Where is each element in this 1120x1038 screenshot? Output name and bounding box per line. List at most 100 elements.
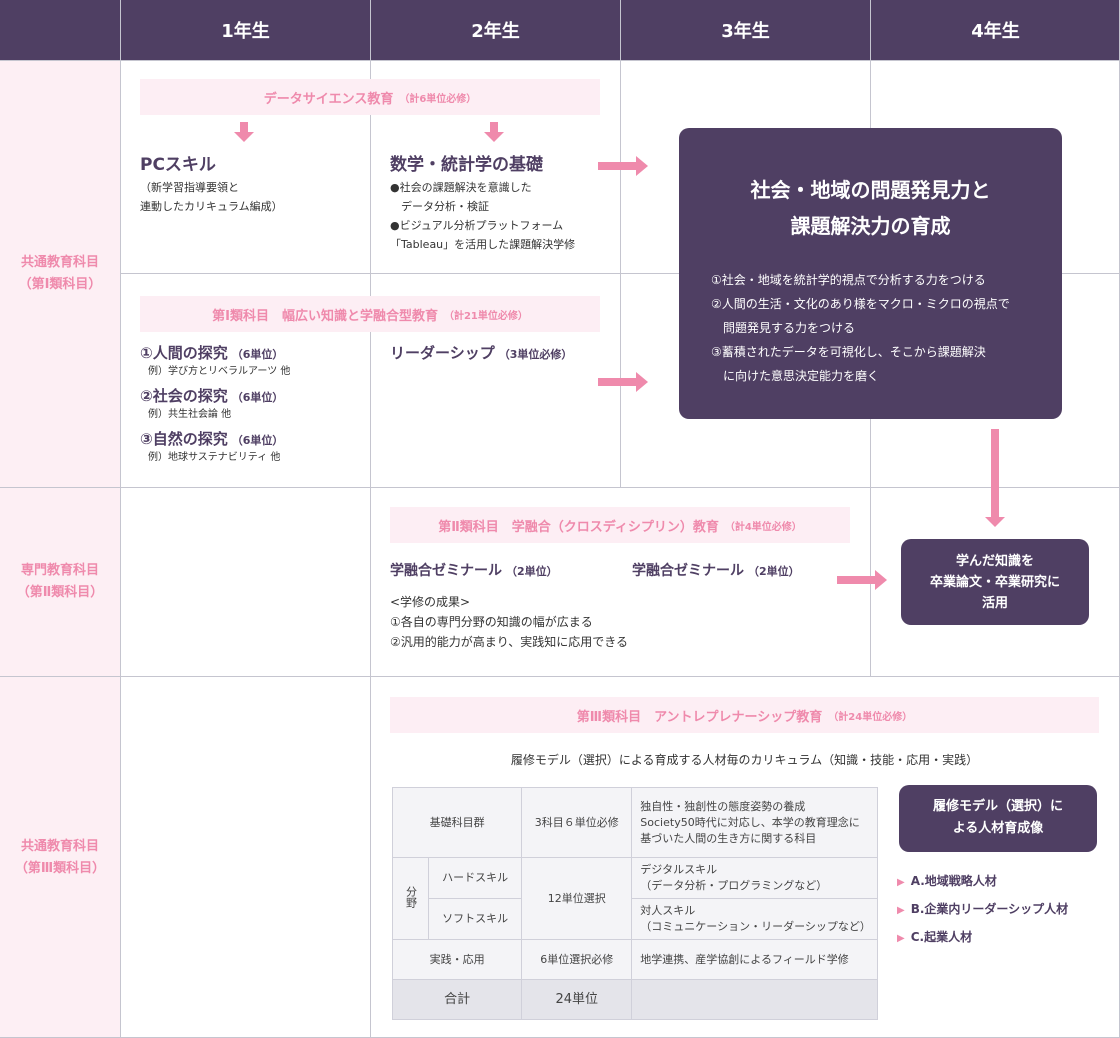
outcome-line: ②汎用的能力が高まり、実践知に応用できる bbox=[390, 635, 629, 649]
pc-skill-desc: （新学習指導要領と 連動したカリキュラム編成） bbox=[140, 178, 283, 216]
cell-line: 基づいた人間の生き方に関する科目 bbox=[640, 831, 817, 845]
arrow-right-icon bbox=[837, 570, 887, 590]
math-desc: ●社会の課題解決を意識した データ分析・検証 ●ビジュアル分析プラットフォーム … bbox=[390, 178, 575, 254]
grid-line bbox=[120, 0, 121, 1038]
item-label: B.企業内リーダーシップ人材 bbox=[910, 902, 1069, 916]
goal-box: 社会・地域の問題発見力と 課題解決力の育成 ①社会・地域を統計学的視点で分析する… bbox=[679, 128, 1062, 419]
band-note: （計6単位必修） bbox=[399, 93, 477, 105]
data-science-band: データサイエンス教育 （計6単位必修） bbox=[140, 79, 600, 115]
cell-text: 分野 bbox=[404, 885, 418, 908]
goal-point: に向けた意思決定能力を磨く bbox=[711, 369, 880, 383]
item-name: ①人間の探究 bbox=[140, 344, 228, 362]
item-example: 例）地球サステナビリティ 他 bbox=[148, 452, 281, 463]
year-3-header: 3年生 bbox=[621, 0, 870, 60]
cell-line: 対人スキル bbox=[640, 904, 696, 917]
cat3-caption: 履修モデル（選択）による育成する人材毎のカリキュラム（知識・技能・応用・実践） bbox=[510, 753, 979, 767]
goal-title-line: 課題解決力の育成 bbox=[790, 214, 951, 238]
grid-line bbox=[620, 0, 621, 488]
triangle-right-icon: ▶ bbox=[897, 933, 905, 944]
thesis-line: 卒業論文・卒業研究に bbox=[929, 575, 1060, 590]
goal-point: ①社会・地域を統計学的視点で分析する力をつける bbox=[711, 273, 986, 287]
band-title: データサイエンス教育 bbox=[263, 91, 394, 107]
item-unit: （6単位） bbox=[231, 348, 284, 361]
section-title: 専門教育科目 bbox=[20, 563, 99, 578]
grid-line bbox=[0, 676, 1120, 677]
grid-line bbox=[0, 487, 1120, 488]
arrow-down-icon bbox=[484, 122, 504, 142]
triangle-right-icon: ▶ bbox=[897, 877, 905, 888]
band-title: 第Ⅲ類科目 アントレプレナーシップ教育 bbox=[576, 709, 823, 725]
item-name: ②社会の探究 bbox=[140, 387, 228, 405]
section-title: 共通教育科目 bbox=[20, 254, 99, 270]
desc-line: 連動したカリキュラム編成） bbox=[140, 200, 283, 213]
table-cell: 地学連携、産学協創によるフィールド学修 bbox=[631, 939, 878, 980]
grid-line bbox=[0, 60, 1120, 61]
list-item: ▶ B.企業内リーダーシップ人材 bbox=[897, 896, 1068, 924]
table-cell: ソフトスキル bbox=[427, 898, 523, 940]
thesis-line: 活用 bbox=[981, 596, 1008, 611]
section-label-3: 共通教育科目（第Ⅲ類科目） bbox=[0, 677, 120, 1038]
list-item: ▶A.地域戦略人材 bbox=[897, 868, 1068, 896]
thesis-line: 学んだ知識を bbox=[955, 554, 1034, 569]
goal-point: 問題発見する力をつける bbox=[711, 321, 856, 335]
arrow-right-icon bbox=[598, 156, 648, 176]
model-box: 履修モデル（選択）に よる人材育成像 bbox=[899, 785, 1097, 852]
seminar-2: 学融合ゼミナール（2単位） bbox=[632, 560, 800, 580]
table-cell: ハードスキル bbox=[427, 857, 523, 899]
item-unit: （2単位） bbox=[748, 565, 800, 578]
cat2-band: 第Ⅱ類科目 学融合（クロスディシプリン）教育 （計4単位必修） bbox=[390, 507, 850, 543]
table-cell: 分野 bbox=[392, 857, 429, 940]
desc-line: ●社会の課題解決を意識した bbox=[390, 181, 532, 194]
desc-line: （新学習指導要領と bbox=[140, 181, 239, 194]
band-note: （計4単位必修） bbox=[724, 521, 802, 533]
cell-line: デジタルスキル bbox=[640, 863, 718, 876]
item-example: 例）共生社会論 他 bbox=[148, 409, 232, 420]
goal-point: ②人間の生活・文化のあり様をマクロ・ミクロの視点で bbox=[711, 297, 1010, 311]
table-cell: 実践・応用 bbox=[391, 939, 523, 980]
band-title: 第Ⅰ類科目 幅広い知識と学融合型教育 bbox=[212, 308, 438, 324]
goal-title: 社会・地域の問題発見力と 課題解決力の育成 bbox=[679, 172, 1062, 244]
item-title: ②社会の探究（6単位） bbox=[140, 385, 290, 406]
item-name: 学融合ゼミナール bbox=[390, 563, 502, 579]
item-unit: （6単位） bbox=[231, 434, 284, 447]
item-unit: （2単位） bbox=[506, 565, 558, 578]
item-unit: （3単位必修） bbox=[498, 348, 573, 361]
year-1-header: 1年生 bbox=[121, 0, 370, 60]
outcomes: <学修の成果> ①各自の専門分野の知識の幅が広まる ②汎用的能力が高まり、実践知… bbox=[390, 592, 628, 652]
cell-line: 独自性・独創性の態度姿勢の養成 bbox=[640, 799, 806, 813]
model-list: ▶A.地域戦略人材 ▶ B.企業内リーダーシップ人材 ▶ C.起業人材 bbox=[897, 868, 1068, 952]
cat1-items: ①人間の探究（6単位） 例）学び方とリベラルアーツ 他 ②社会の探究（6単位） … bbox=[140, 342, 290, 467]
section-label-1: 共通教育科目 （第Ⅰ類科目） bbox=[0, 60, 120, 487]
seminar-1: 学融合ゼミナール （2単位） bbox=[390, 560, 558, 580]
item-title: ①人間の探究（6単位） bbox=[140, 342, 290, 363]
table-cell: 対人スキル（コミュニケーション・リーダーシップなど） bbox=[631, 898, 878, 940]
item-label: C.起業人材 bbox=[910, 930, 973, 944]
item-example: 例）学び方とリベラルアーツ 他 bbox=[148, 366, 291, 377]
desc-line: 「Tableau」を活用した課題解決学修 bbox=[390, 238, 576, 251]
arrow-down-icon bbox=[234, 122, 254, 142]
cell-line: Society50時代に対応し、本学の教育理念に bbox=[640, 815, 860, 829]
desc-line: ●ビジュアル分析プラットフォーム bbox=[390, 219, 564, 232]
pc-skill-title: PCスキル bbox=[140, 155, 216, 175]
table-cell: 12単位選択 bbox=[521, 857, 633, 940]
desc-line: データ分析・検証 bbox=[390, 200, 489, 213]
table-cell: 6単位選択必修 bbox=[521, 939, 633, 980]
model-title-line: 履修モデル（選択）に bbox=[932, 799, 1063, 814]
band-note: （計24単位必修） bbox=[828, 711, 913, 723]
grid-line bbox=[370, 0, 371, 1038]
item-name: リーダーシップ bbox=[390, 344, 495, 362]
thesis-box: 学んだ知識を 卒業論文・卒業研究に 活用 bbox=[901, 539, 1089, 625]
table-cell: 24単位 bbox=[521, 979, 633, 1020]
arrow-down-icon bbox=[985, 429, 1005, 527]
table-cell bbox=[631, 979, 878, 1020]
grid-line bbox=[120, 273, 1120, 274]
outcome-line: <学修の成果> bbox=[390, 595, 471, 609]
table-cell: 合計 bbox=[391, 979, 523, 1020]
band-title: 第Ⅱ類科目 学融合（クロスディシプリン）教育 bbox=[438, 519, 719, 535]
band-note: （計21単位必修） bbox=[443, 310, 528, 322]
table-cell: 3科目６単位必修 bbox=[521, 787, 633, 858]
section-sub: （第Ⅰ類科目） bbox=[18, 276, 102, 292]
triangle-right-icon: ▶ bbox=[897, 905, 905, 916]
